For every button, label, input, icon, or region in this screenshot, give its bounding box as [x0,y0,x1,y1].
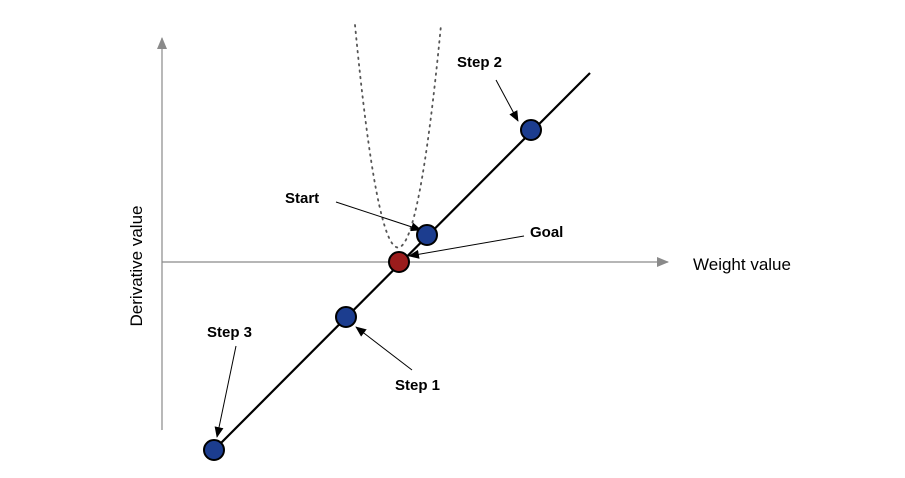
goal-arrow [408,235,525,259]
start-point [416,224,438,246]
loss-curve [354,24,442,249]
start-label: Start [285,190,319,207]
step2-arrow [495,79,519,122]
step1-arrow [355,326,413,371]
x-axis-label: Weight value [693,255,791,274]
step1-label: Step 1 [395,377,440,394]
start-arrow [335,201,422,232]
y-axis-label: Derivative value [127,206,146,327]
step1-point [335,306,357,328]
step3-label: Step 3 [207,324,252,341]
goal-label: Goal [530,224,563,241]
step2-label: Step 2 [457,54,502,71]
goal-point [388,251,410,273]
step3-point [203,439,225,461]
step2-point [520,119,542,141]
step3-arrow [214,345,237,438]
